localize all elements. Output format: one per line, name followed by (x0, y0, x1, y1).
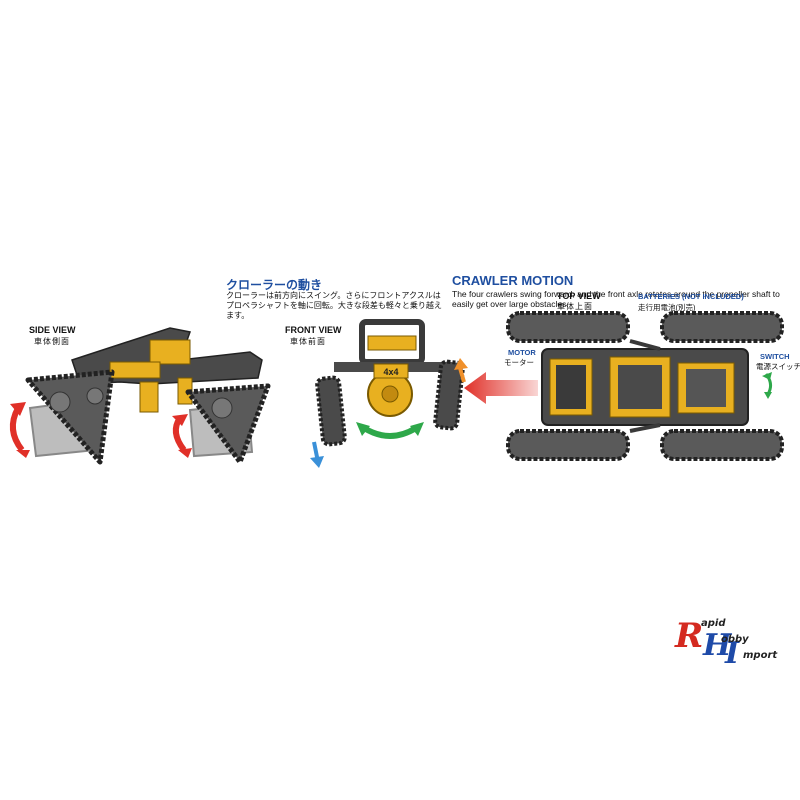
front-view-illustration: 4x4 (310, 319, 468, 468)
jp-title: クローラーの動き (226, 278, 323, 292)
bottom-left-track (506, 429, 630, 461)
front-view-label: FRONT VIEW (285, 325, 342, 335)
logo-letter-h: H (703, 628, 732, 663)
up-arrow (454, 358, 468, 370)
en-description: The four crawlers swing forward, and the… (452, 289, 780, 309)
switch-jp-label: 電源スイッチ (756, 362, 800, 371)
front-view-sub: 車体前面 (290, 337, 326, 346)
batteries-jp-label: 走行用電池(別売) (638, 303, 696, 312)
front-crawler (185, 383, 271, 465)
logo-word-obby: obby (721, 634, 749, 645)
motor-label: MOTOR (508, 348, 536, 357)
top-left-track (506, 311, 630, 343)
logo-word-mport: mport (743, 650, 778, 661)
4x4-badge: 4x4 (383, 367, 398, 377)
batteries-label: BATTERIES (NOT INCLUDED) (638, 292, 744, 301)
switch-label: SWITCH (760, 352, 790, 361)
rapid-hobby-import-logo: R H I apid obby mport (675, 612, 795, 672)
motor-jp-label: モーター (504, 358, 534, 367)
top-view-sub: 車体上面 (557, 302, 593, 311)
logo-letter-r: R (675, 616, 704, 656)
top-view-illustration (506, 311, 784, 461)
gearbox (149, 339, 191, 365)
top-view-label: TOP VIEW (557, 291, 601, 301)
side-view-sub: 車体側面 (34, 337, 70, 346)
rotate-arrow (362, 425, 418, 439)
side-view-label: SIDE VIEW (29, 325, 76, 335)
jp-description: クローラーは前方向にスイング。さらにフロントアクスルはプロペラシャフトを軸に回転… (226, 291, 442, 320)
bottom-right-track (660, 429, 784, 461)
en-title: CRAWLER MOTION (452, 273, 574, 288)
right-crawler (433, 359, 465, 431)
top-right-track (660, 311, 784, 343)
logo-word-apid: apid (701, 618, 726, 629)
motor-arrow (464, 372, 538, 404)
switch-arrow (762, 372, 773, 399)
logo-letter-i: I (725, 636, 740, 671)
down-arrow (310, 456, 324, 468)
left-crawler (315, 375, 347, 447)
rear-swing-arrow (9, 406, 25, 452)
side-view-illustration (9, 327, 271, 465)
battery-box (109, 361, 161, 379)
